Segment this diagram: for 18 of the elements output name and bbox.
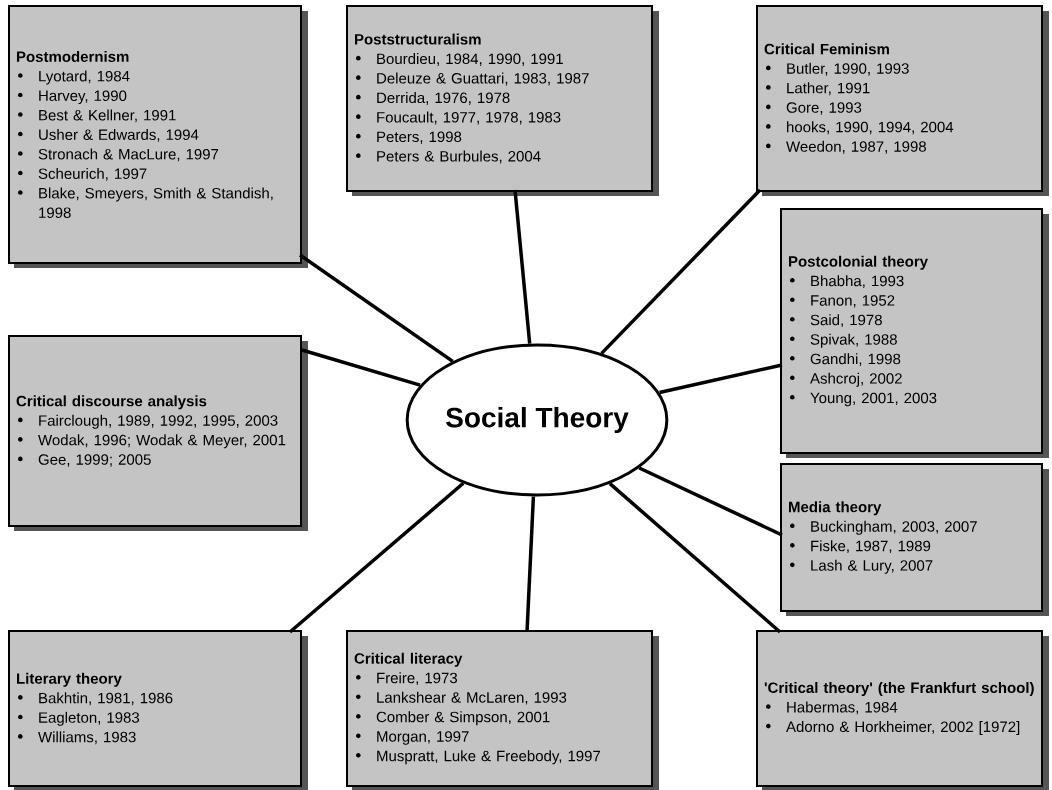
connector-line <box>301 348 421 387</box>
theory-box: Critical literacy Freire, 1973 Lankshear & McLaren, 1993 Comber & Simpson, 2001 Morgan, 1997 Muspratt, Luke & Freebody, 1997 <box>346 630 659 790</box>
connector-line <box>600 188 762 355</box>
theory-box: Literary theory Bakhtin, 1981, 1986 Eagleton, 1983 Williams, 1983 <box>8 630 308 790</box>
theory-box: Postcolonial theory Bhabha, 1993 Fanon, 1952 Said, 1978 Spivak, 1988 Gandhi, 1998 Ashcroj, 2002 Young, 2001, 2003 <box>780 208 1049 458</box>
theory-box: Poststructuralism Bourdieu, 1984, 1990, 1991 Deleuze & Guattari, 1983, 1987 Derrida, 1976, 1978 Foucault, 1977, 1978, 1983 Peters, 1998 Peters & Burbules, 2004 <box>346 5 659 196</box>
theory-box: Postmodernism Lyotard, 1984 Harvey, 1990 Best & Kellner, 1991 Usher & Edwards, 1994 Stronach & MacLure, 1997 Scheurich, 1997 Blake, Smeyers, Smith & Standish, 1998 <box>8 5 308 268</box>
connector-line <box>288 481 465 634</box>
connector-line <box>608 482 782 634</box>
connector-line <box>513 189 532 344</box>
connector-line <box>299 253 454 363</box>
theory-box: Critical discourse analysis Fairclough, 1989, 1992, 1995, 2003 Wodak, 1996; Wodak & Meyer, 2001 Gee, 1999; 2005 <box>8 335 308 531</box>
connector-line <box>659 363 783 395</box>
connector-line <box>638 466 783 537</box>
connector-line <box>525 496 536 633</box>
theory-box: Critical Feminism Butler, 1990, 1993 Lather, 1991 Gore, 1993 hooks, 1990, 1994, 2004 Weedon, 1987, 1998 <box>756 5 1049 196</box>
theory-box: 'Critical theory' (the Frankfurt school) Habermas, 1984 Adorno & Horkheimer, 2002 [1972] <box>756 630 1049 790</box>
theory-box: Media theory Buckingham, 2003, 2007 Fiske, 1987, 1989 Lash & Lury, 2007 <box>780 463 1049 616</box>
